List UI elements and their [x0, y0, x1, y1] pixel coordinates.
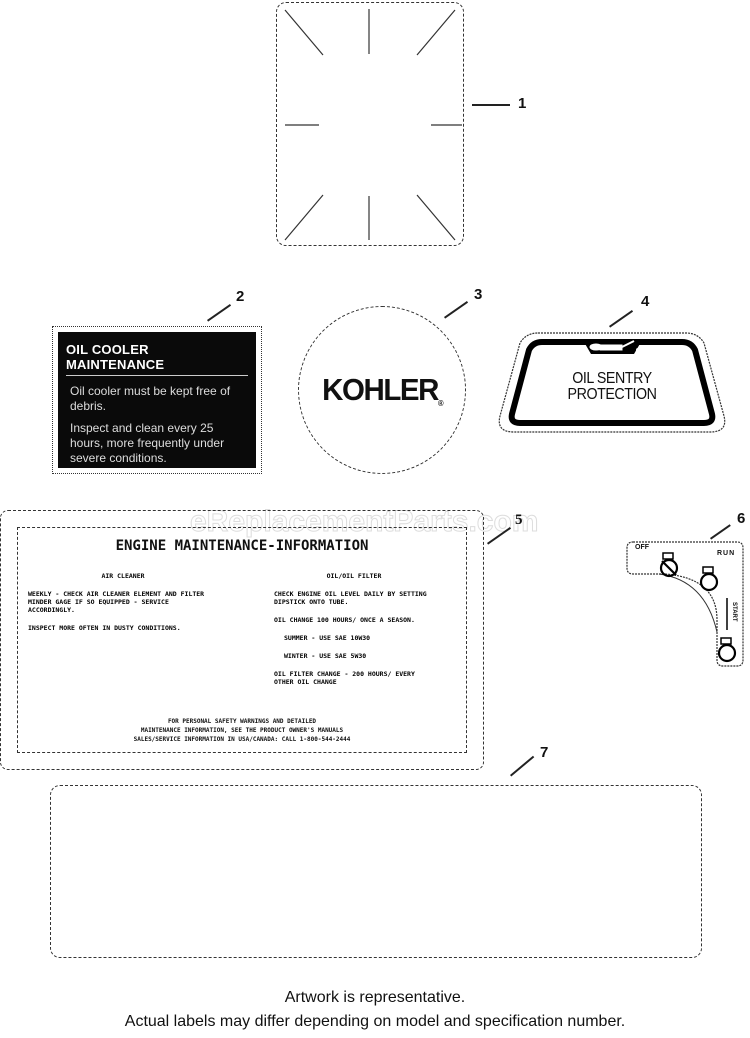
tick-marks: [284, 9, 462, 241]
leader-line-1: [472, 104, 510, 106]
oil-cooler-line2: Inspect and clean every 25 hours, more f…: [70, 421, 225, 465]
callout-2[interactable]: 2: [236, 288, 245, 305]
oil-cooler-title: OIL COOLER MAINTENANCE: [66, 342, 248, 376]
note-line-2: Actual labels may differ depending on mo…: [124, 1013, 626, 1030]
leader-line-7: [510, 755, 534, 777]
engine-maint-footer: FOR PERSONAL SAFETY WARNINGS AND DETAILE…: [133, 718, 351, 743]
callout-4[interactable]: 4: [641, 293, 650, 310]
callout-7[interactable]: 7: [540, 744, 549, 761]
kohler-logo: KOHLER®: [322, 372, 444, 408]
key-run-label: RUN: [717, 550, 736, 557]
label-4-oil-sentry: OIL SENTRY PROTECTION: [496, 328, 728, 438]
engine-maint-title: ENGINE MAINTENANCE-INFORMATION: [115, 538, 369, 554]
note-line-1: Artwork is representative.: [284, 989, 466, 1006]
label-6-key-switch: OFF RUN START: [625, 538, 750, 668]
oil-cooler-line1: Oil cooler must be kept free of debris.: [70, 384, 231, 413]
oil-sentry-text: OIL SENTRY PROTECTION: [567, 370, 657, 403]
leader-line-6: [710, 524, 731, 540]
key-start-label: START: [731, 602, 737, 622]
callout-6[interactable]: 6: [737, 510, 746, 527]
leader-line-2: [207, 303, 231, 322]
key-off-label: OFF: [635, 544, 649, 551]
label-5-engine-maintenance: ENGINE MAINTENANCE-INFORMATION AIR CLEAN…: [0, 510, 484, 770]
oil-can-icon: [589, 340, 640, 352]
label-1-blank: [276, 2, 464, 246]
oil-filter-column: OIL/OIL FILTER CHECK ENGINE OIL LEVEL DA…: [274, 572, 427, 686]
label-3-kohler: KOHLER®: [298, 306, 466, 474]
label-2-oil-cooler: OIL COOLER MAINTENANCE Oil cooler must b…: [52, 326, 262, 474]
leader-line-3: [444, 300, 468, 319]
label-7-blank: [50, 785, 702, 958]
callout-1[interactable]: 1: [518, 95, 527, 112]
leader-line-4: [609, 309, 633, 328]
air-cleaner-column: AIR CLEANER WEEKLY - CHECK AIR CLEANER E…: [28, 572, 205, 632]
callout-5[interactable]: 5: [515, 512, 523, 528]
callout-3[interactable]: 3: [474, 286, 483, 303]
